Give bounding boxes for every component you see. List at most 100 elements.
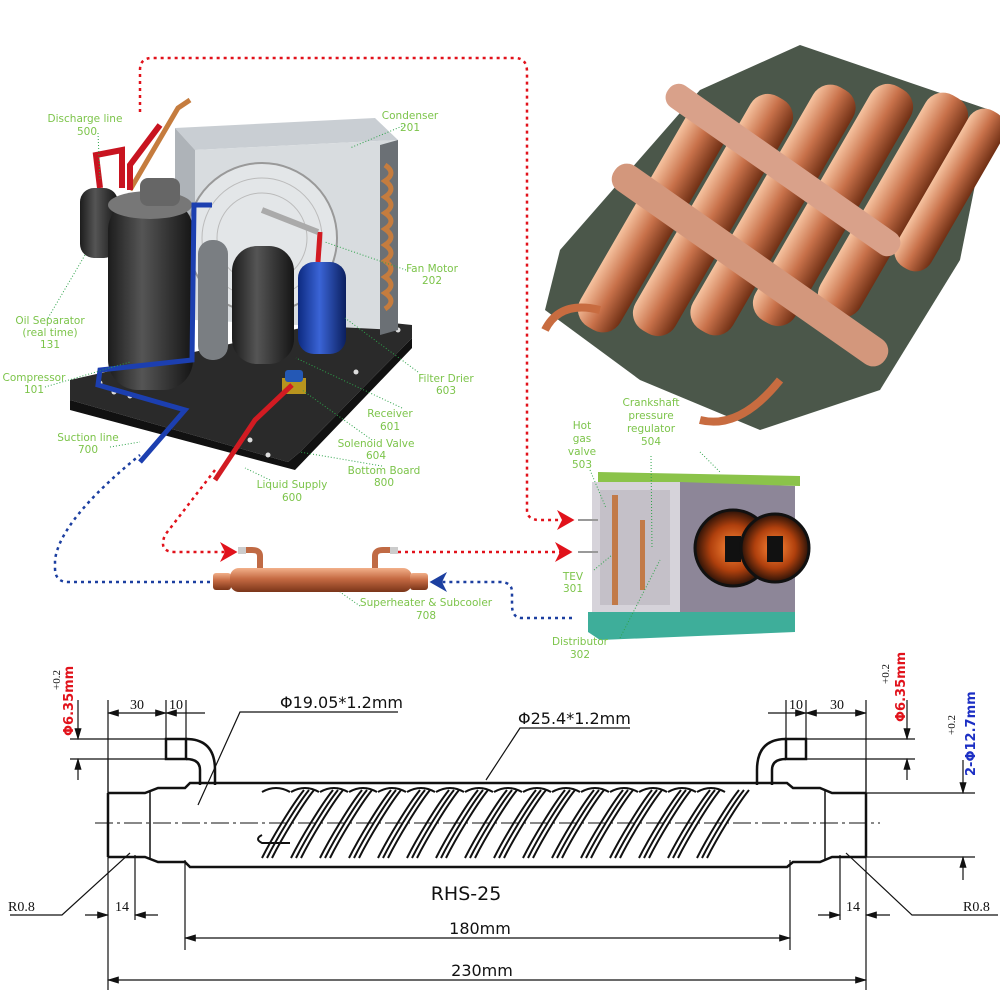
liquid-line — [212, 231, 323, 482]
code-tev: 301 — [563, 583, 583, 595]
coil-crest — [377, 787, 407, 793]
coil-turn — [440, 789, 484, 859]
liquid-flow-line — [161, 469, 238, 562]
coil-crest — [638, 787, 668, 793]
filter-drier — [298, 262, 346, 354]
coil-turn — [387, 789, 431, 859]
coil-crest — [348, 787, 378, 793]
header-pipe-upper — [665, 83, 901, 257]
header-pipe-lower — [611, 163, 889, 367]
dim-30-left: 30 — [130, 698, 144, 713]
code-distributor: 302 — [570, 649, 590, 661]
outer-tube-spec: Φ25.4*1.2mm — [518, 709, 631, 728]
coil-turn — [348, 789, 392, 859]
code-bottom-board: 800 — [374, 477, 394, 489]
left-port — [164, 737, 217, 785]
suction-return-line — [53, 454, 210, 584]
hot-gas-flow-line — [138, 56, 575, 530]
code-compressor: 101 — [24, 384, 44, 396]
coil-turn — [382, 789, 426, 859]
compressor — [108, 200, 193, 390]
coil-turn — [261, 789, 305, 859]
code-suction-line: 700 — [78, 444, 98, 456]
copper-manifold-photo — [541, 45, 1000, 430]
coil-turn — [498, 789, 542, 859]
label-crankshaft-2: pressure — [628, 410, 673, 422]
label-superheater: Superheater & Subcooler — [360, 597, 493, 609]
copper-tubes — [577, 83, 1000, 337]
helical-coil — [257, 787, 750, 859]
coil-crest — [406, 787, 436, 793]
coil-turn — [614, 789, 658, 859]
code-condenser: 201 — [400, 122, 420, 134]
label-tev: TEV — [562, 571, 584, 583]
component-labels: Discharge line 500 Condenser 201 Fan Mot… — [3, 110, 721, 661]
coil-crest — [261, 787, 291, 793]
tolerance-left: +0.2 — [51, 670, 63, 690]
coil-turn — [638, 789, 682, 859]
end-port-diameter: 2-Φ12.7mm — [964, 691, 979, 776]
label-discharge-line: Discharge line — [48, 113, 123, 125]
coil-turn — [445, 789, 489, 859]
discharge-line-copper — [127, 97, 192, 192]
condenser-box-top — [175, 118, 398, 150]
coil-turn — [527, 789, 571, 859]
coil-crest — [522, 787, 552, 793]
coil-turn — [271, 789, 315, 859]
receiver — [232, 246, 294, 364]
dim-14-right: 14 — [846, 900, 860, 915]
code-oil-separator: 131 — [40, 339, 60, 351]
dim-14-left: 14 — [115, 900, 129, 915]
coil-turn — [561, 789, 605, 859]
outer-shell — [106, 781, 868, 869]
coil-turn — [619, 789, 663, 859]
coil-turn — [532, 789, 576, 859]
radius-right: R0.8 — [963, 900, 990, 915]
coil-turn — [435, 789, 479, 859]
label-oil-separator-sub: (real time) — [22, 327, 77, 339]
coil-turn — [469, 789, 513, 859]
overall-length: 230mm — [451, 961, 513, 980]
coil-turn — [551, 789, 595, 859]
coil-turn — [503, 789, 547, 859]
label-liquid-supply: Liquid Supply — [257, 479, 328, 491]
coil-turn — [677, 789, 721, 859]
label-compressor: Compressor — [3, 372, 67, 384]
coil-turn — [585, 789, 629, 859]
coil-turn — [406, 789, 450, 859]
coil-turn — [609, 789, 653, 859]
code-filter-drier: 603 — [436, 385, 456, 397]
technical-drawing — [10, 700, 998, 990]
coil-turn — [696, 789, 740, 859]
coil-turn — [522, 789, 566, 859]
coil-turn — [474, 789, 518, 859]
coil-turn — [643, 789, 687, 859]
coil-turn — [290, 789, 334, 859]
label-receiver: Receiver — [367, 408, 413, 420]
coil-turn — [353, 789, 397, 859]
flow-lines — [53, 56, 575, 620]
port-right-diameter: Φ6.35mm — [894, 652, 909, 722]
label-hot-gas-valve-3: valve — [568, 446, 596, 458]
code-crankshaft: 504 — [641, 436, 661, 448]
label-hot-gas-valve-2: gas — [573, 433, 592, 445]
coil-turn — [324, 789, 368, 859]
coil-turn — [648, 789, 692, 859]
label-bottom-board: Bottom Board — [348, 465, 421, 477]
right-port — [755, 737, 808, 785]
evaporator-unit — [578, 472, 811, 640]
coil-crest — [551, 787, 581, 793]
coil-turn — [319, 789, 363, 859]
coil-end — [257, 834, 290, 844]
port-left-diameter: Φ6.35mm — [62, 666, 77, 736]
coil-turn — [416, 789, 460, 859]
evaporator-base — [588, 612, 795, 640]
tolerance-end-port: +0.2 — [946, 715, 958, 735]
coil-crest — [435, 787, 465, 793]
label-suction-line: Suction line — [57, 432, 119, 444]
code-liquid-supply: 600 — [282, 492, 302, 504]
coil-turn — [358, 789, 402, 859]
coil-turn — [411, 789, 455, 859]
coil-crest — [493, 787, 523, 793]
